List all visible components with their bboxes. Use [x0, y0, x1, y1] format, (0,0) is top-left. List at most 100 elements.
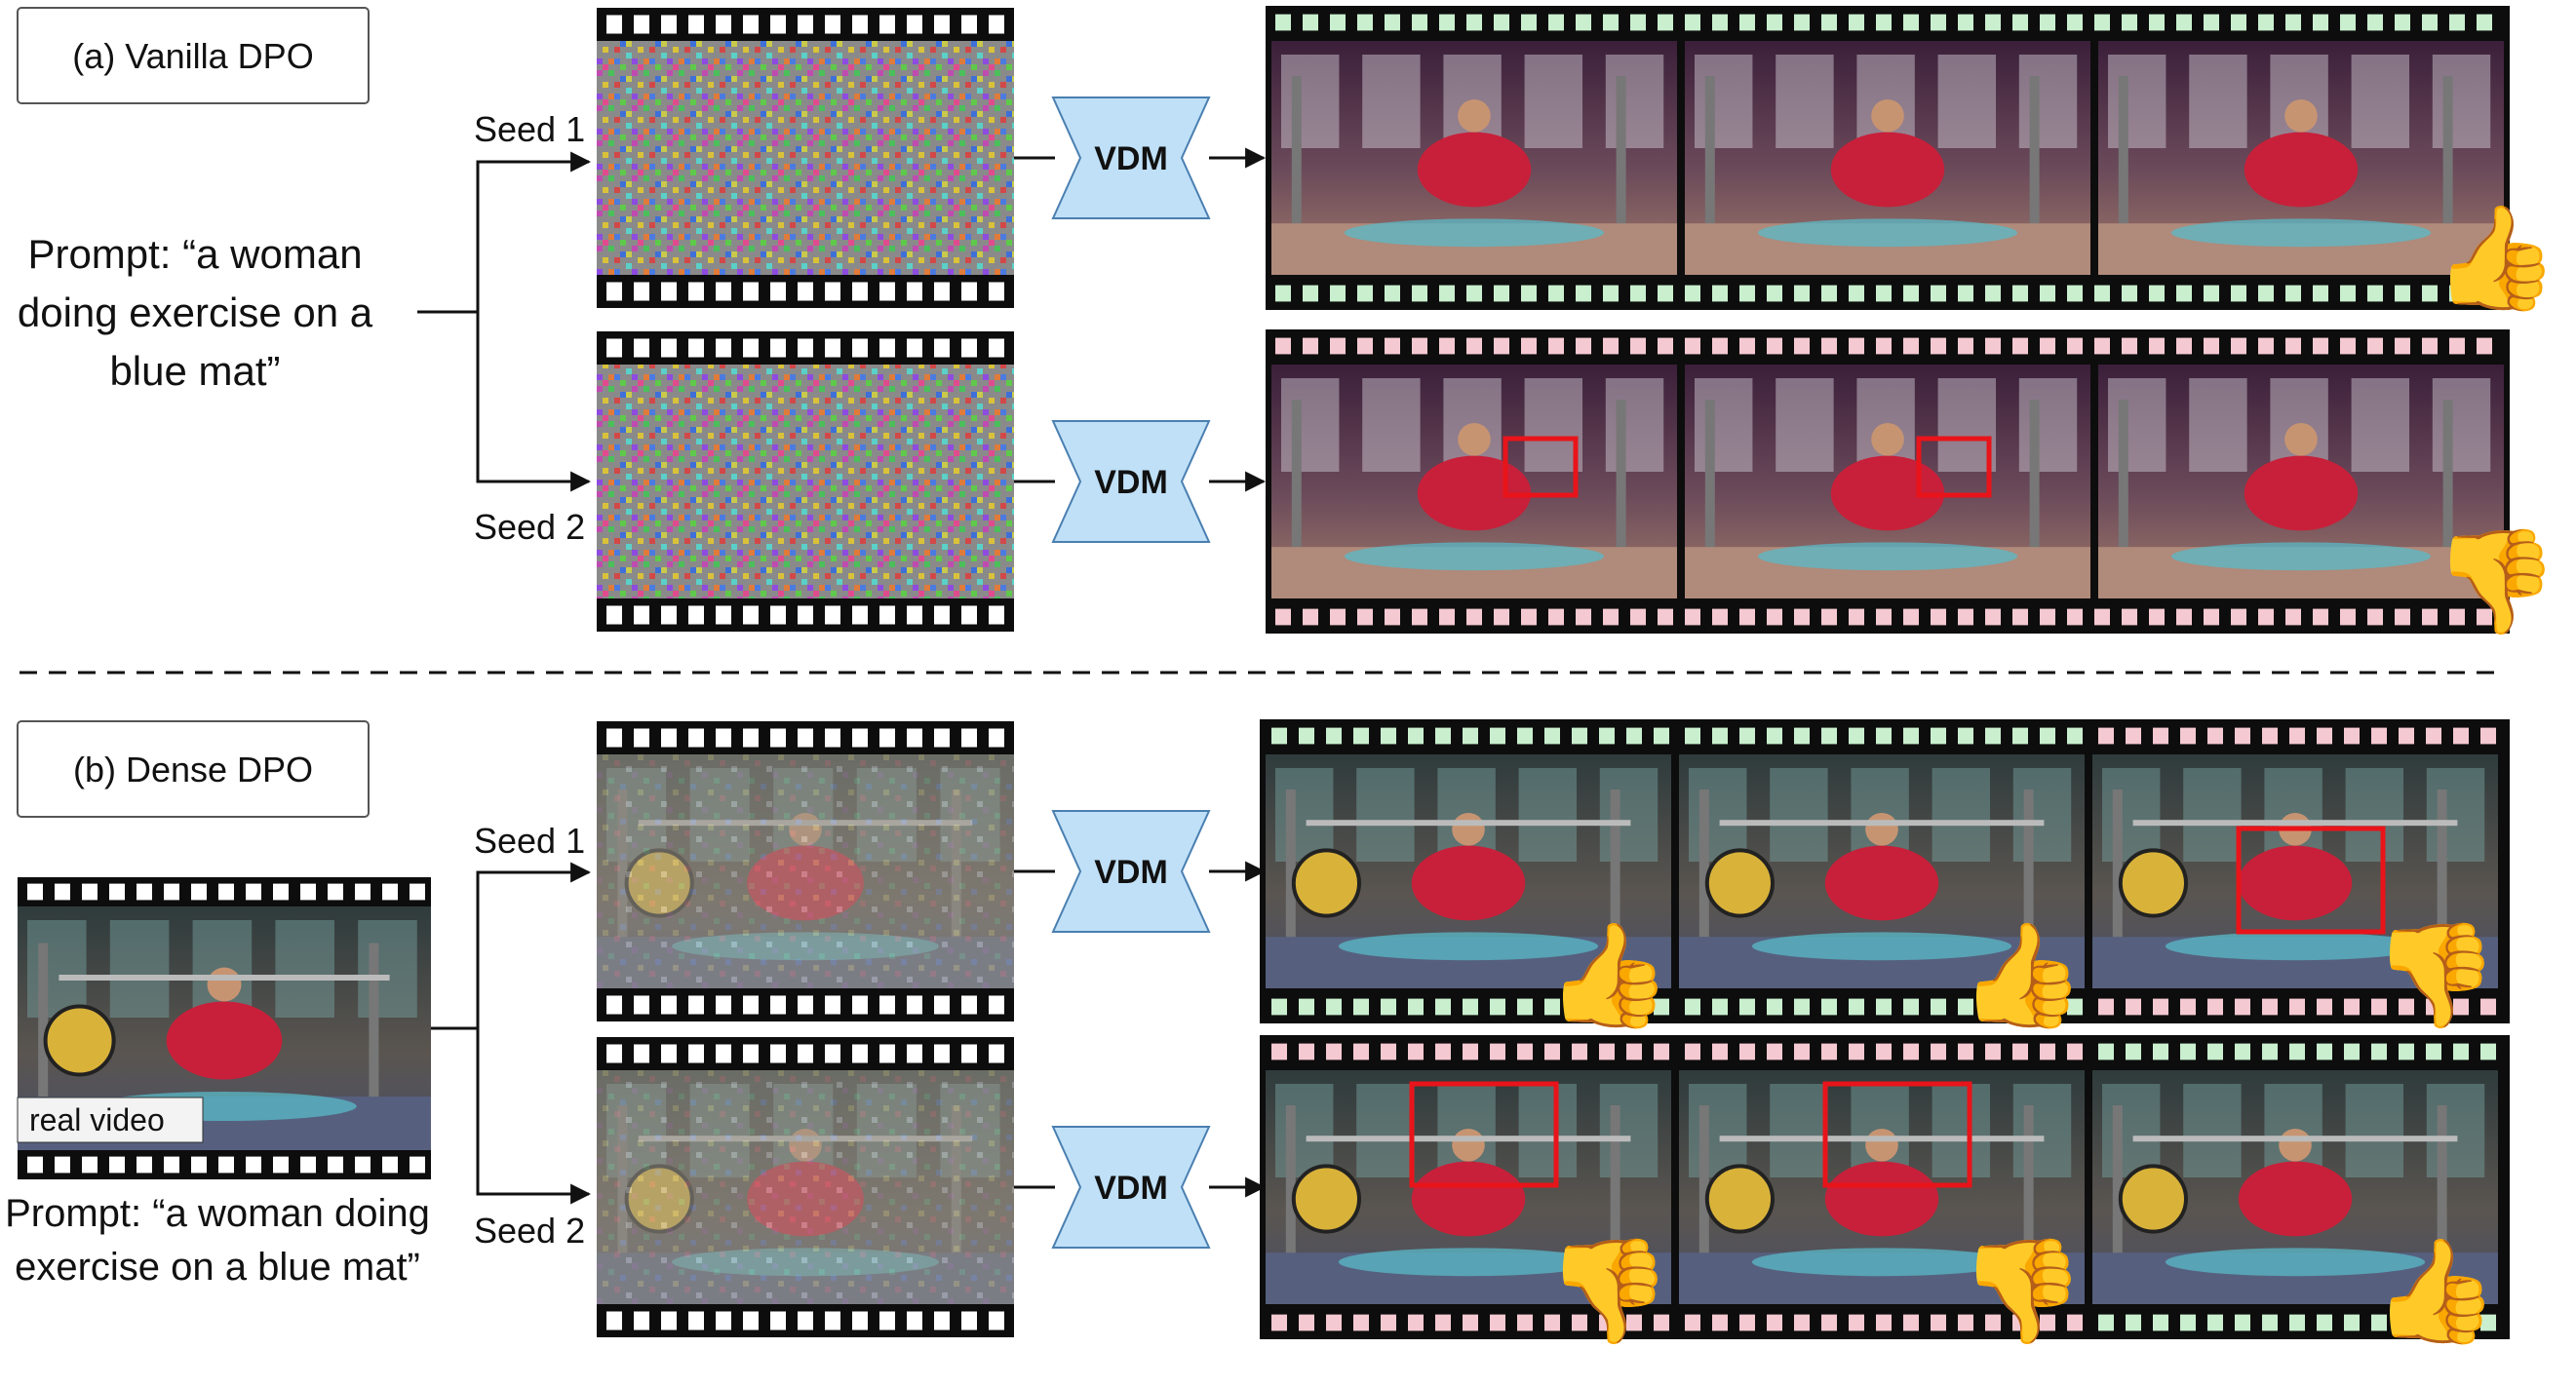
noise-latent — [597, 365, 1014, 598]
sprocket-hole — [2422, 337, 2438, 355]
sprocket-hole — [852, 15, 868, 34]
panel-b-seed2-label: Seed 2 — [474, 1211, 585, 1251]
sprocket-hole — [2098, 727, 2114, 745]
sprocket-hole — [879, 1311, 895, 1330]
output-film-top — [1262, 721, 1675, 751]
sprocket-hole — [1876, 608, 1892, 626]
sprocket-hole — [634, 1311, 649, 1330]
sprocket-hole — [2289, 1043, 2305, 1060]
sprocket-hole — [1903, 1043, 1919, 1060]
sprocket-hole — [825, 1044, 840, 1063]
sprocket-hole — [661, 282, 677, 301]
sprocket-hole — [1767, 337, 1782, 355]
sprocket-hole — [1326, 1314, 1342, 1331]
sprocket-hole — [2477, 285, 2492, 302]
sprocket-hole — [2098, 998, 2114, 1016]
noise-film-bottom — [597, 598, 1014, 632]
sprocket-hole — [798, 605, 813, 625]
sprocket-hole — [2067, 727, 2083, 745]
sprocket-hole — [798, 338, 813, 358]
artifact-highlight-box — [1822, 1081, 1972, 1188]
panel-vanilla-dpo: VDM👍VDM👎 — [417, 6, 2559, 640]
sprocket-hole — [2067, 608, 2083, 626]
sprocket-hole — [1435, 1043, 1451, 1060]
panel-a-title-box — [17, 7, 370, 104]
sprocket-hole — [1466, 608, 1482, 626]
sprocket-hole — [2176, 608, 2192, 626]
svg-text:👍: 👍 — [2433, 198, 2559, 317]
sprocket-hole — [2235, 1314, 2250, 1331]
sprocket-hole — [2098, 1314, 2114, 1331]
sprocket-hole — [1630, 285, 1646, 302]
sprocket-hole — [2231, 608, 2246, 626]
sprocket-hole — [355, 883, 371, 901]
svg-text:👍: 👍 — [2372, 1231, 2499, 1350]
sprocket-hole — [2012, 608, 2028, 626]
vdm-shape — [1051, 810, 1211, 933]
sprocket-hole — [2453, 727, 2469, 745]
sprocket-hole — [1821, 1043, 1837, 1060]
sprocket-hole — [1658, 285, 1673, 302]
sprocket-hole — [634, 282, 649, 301]
sprocket-hole — [688, 15, 704, 34]
sprocket-hole — [1626, 1043, 1642, 1060]
sprocket-hole — [355, 1156, 371, 1174]
sprocket-hole — [2067, 285, 2083, 302]
sprocket-hole — [934, 1311, 950, 1330]
sprocket-hole — [879, 15, 895, 34]
sprocket-hole — [743, 1044, 759, 1063]
sprocket-hole — [879, 338, 895, 358]
sprocket-hole — [1712, 285, 1728, 302]
sprocket-hole — [2094, 337, 2110, 355]
sprocket-hole — [2204, 337, 2219, 355]
real-video-badge: real video — [29, 1102, 165, 1137]
sprocket-hole — [634, 338, 649, 358]
sprocket-hole — [907, 282, 922, 301]
sprocket-hole — [1654, 1314, 1669, 1331]
output-film-top — [1675, 1037, 2088, 1066]
sprocket-hole — [1876, 1043, 1892, 1060]
vdm-shape — [1051, 1126, 1211, 1249]
sprocket-hole — [934, 605, 950, 625]
noise-film-bottom — [597, 275, 1014, 308]
sprocket-hole — [2426, 1043, 2441, 1060]
artifact-highlight-box — [2236, 826, 2386, 935]
sprocket-hole — [716, 995, 731, 1015]
sprocket-hole — [2153, 1043, 2168, 1060]
sprocket-hole — [606, 15, 622, 34]
sprocket-hole — [1408, 1314, 1424, 1331]
thumbs-up-icon: 👍 — [2433, 198, 2559, 317]
sprocket-hole — [661, 1311, 677, 1330]
sprocket-hole — [2262, 998, 2278, 1016]
sprocket-hole — [2313, 608, 2328, 626]
sprocket-hole — [1385, 285, 1400, 302]
sprocket-hole — [1794, 1314, 1810, 1331]
sprocket-hole — [907, 1311, 922, 1330]
sprocket-hole — [1275, 608, 1291, 626]
sprocket-hole — [2122, 608, 2137, 626]
output-film-top — [1266, 331, 2510, 361]
sprocket-hole — [2399, 998, 2414, 1016]
sprocket-hole — [743, 338, 759, 358]
sprocket-hole — [879, 1044, 895, 1063]
sprocket-hole — [1712, 608, 1728, 626]
sprocket-hole — [2122, 285, 2137, 302]
sprocket-hole — [989, 1311, 1004, 1330]
sprocket-hole — [1739, 1314, 1755, 1331]
sprocket-hole — [934, 1044, 950, 1063]
sprocket-hole — [1958, 14, 1973, 31]
thumbs-up-icon: 👍 — [1545, 915, 1672, 1034]
sprocket-hole — [1654, 998, 1669, 1016]
sprocket-hole — [716, 1311, 731, 1330]
sprocket-hole — [1849, 285, 1864, 302]
sprocket-hole — [989, 995, 1004, 1015]
sprocket-hole — [2344, 727, 2360, 745]
sprocket-hole — [2207, 727, 2223, 745]
sprocket-hole — [1330, 14, 1346, 31]
sprocket-hole — [164, 1156, 179, 1174]
sprocket-hole — [1271, 998, 1287, 1016]
sprocket-hole — [2207, 1043, 2223, 1060]
sprocket-hole — [1849, 998, 1864, 1016]
output-film-top — [1266, 8, 2510, 37]
